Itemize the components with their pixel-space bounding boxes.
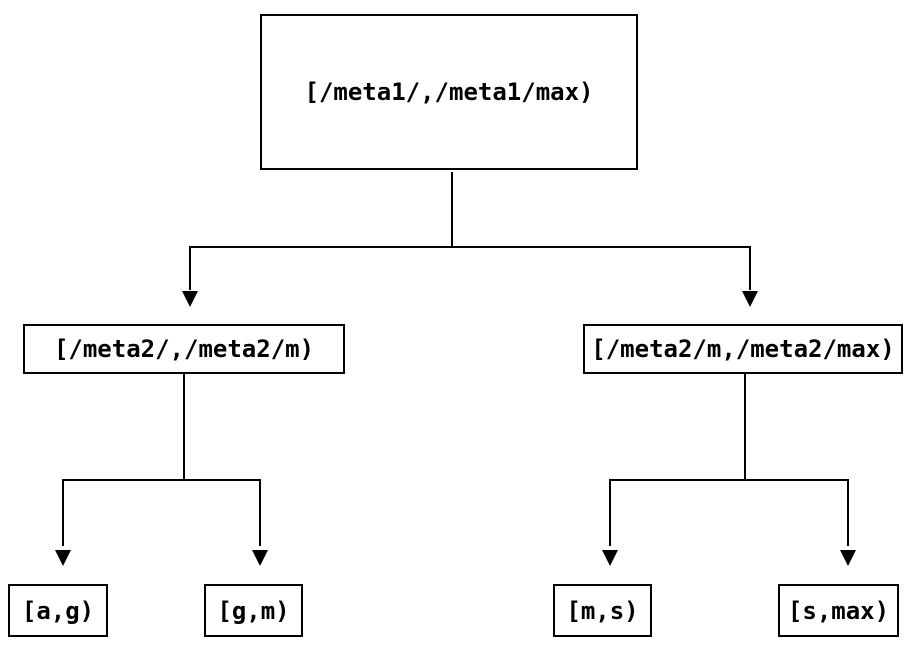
arrowhead-to-leaf-s-max xyxy=(840,550,856,566)
edge-root-to-right-drop xyxy=(749,246,751,290)
edge-root-to-left-drop xyxy=(189,246,191,290)
node-leaf-s-max: [s,max) xyxy=(778,584,899,637)
node-label: [g,m) xyxy=(217,596,290,625)
edge-right-to-ms-drop xyxy=(609,479,611,546)
edge-root-stem xyxy=(451,172,453,247)
edge-right-crossbar xyxy=(609,479,849,481)
node-leaf-g-m: [g,m) xyxy=(204,584,303,637)
node-leaf-m-s: [m,s) xyxy=(553,584,652,637)
arrowhead-to-meta2-upper xyxy=(742,291,758,307)
edge-left-to-ag-drop xyxy=(62,479,64,546)
edge-left-stem xyxy=(183,374,185,481)
node-leaf-a-g: [a,g) xyxy=(8,584,108,637)
node-label: [a,g) xyxy=(21,596,95,625)
arrowhead-to-meta2-lower xyxy=(182,291,198,307)
arrowhead-to-leaf-m-s xyxy=(602,550,618,566)
arrowhead-to-leaf-a-g xyxy=(55,550,71,566)
node-label: [/meta1/,/meta1/max) xyxy=(304,78,594,106)
node-root-meta1-range: [/meta1/,/meta1/max) xyxy=(260,14,638,170)
edge-right-stem xyxy=(744,374,746,481)
node-meta2-lower-range: [/meta2/,/meta2/m) xyxy=(23,324,345,374)
arrowhead-to-leaf-g-m xyxy=(252,550,268,566)
node-label: [s,max) xyxy=(787,596,890,625)
edge-right-to-smax-drop xyxy=(847,479,849,546)
edge-root-crossbar xyxy=(189,246,751,248)
node-label: [/meta2/m,/meta2/max) xyxy=(591,335,895,363)
node-label: [m,s) xyxy=(566,596,639,625)
node-meta2-upper-range: [/meta2/m,/meta2/max) xyxy=(583,324,903,374)
edge-left-crossbar xyxy=(62,479,261,481)
node-label: [/meta2/,/meta2/m) xyxy=(53,335,315,363)
edge-left-to-gm-drop xyxy=(259,479,261,546)
